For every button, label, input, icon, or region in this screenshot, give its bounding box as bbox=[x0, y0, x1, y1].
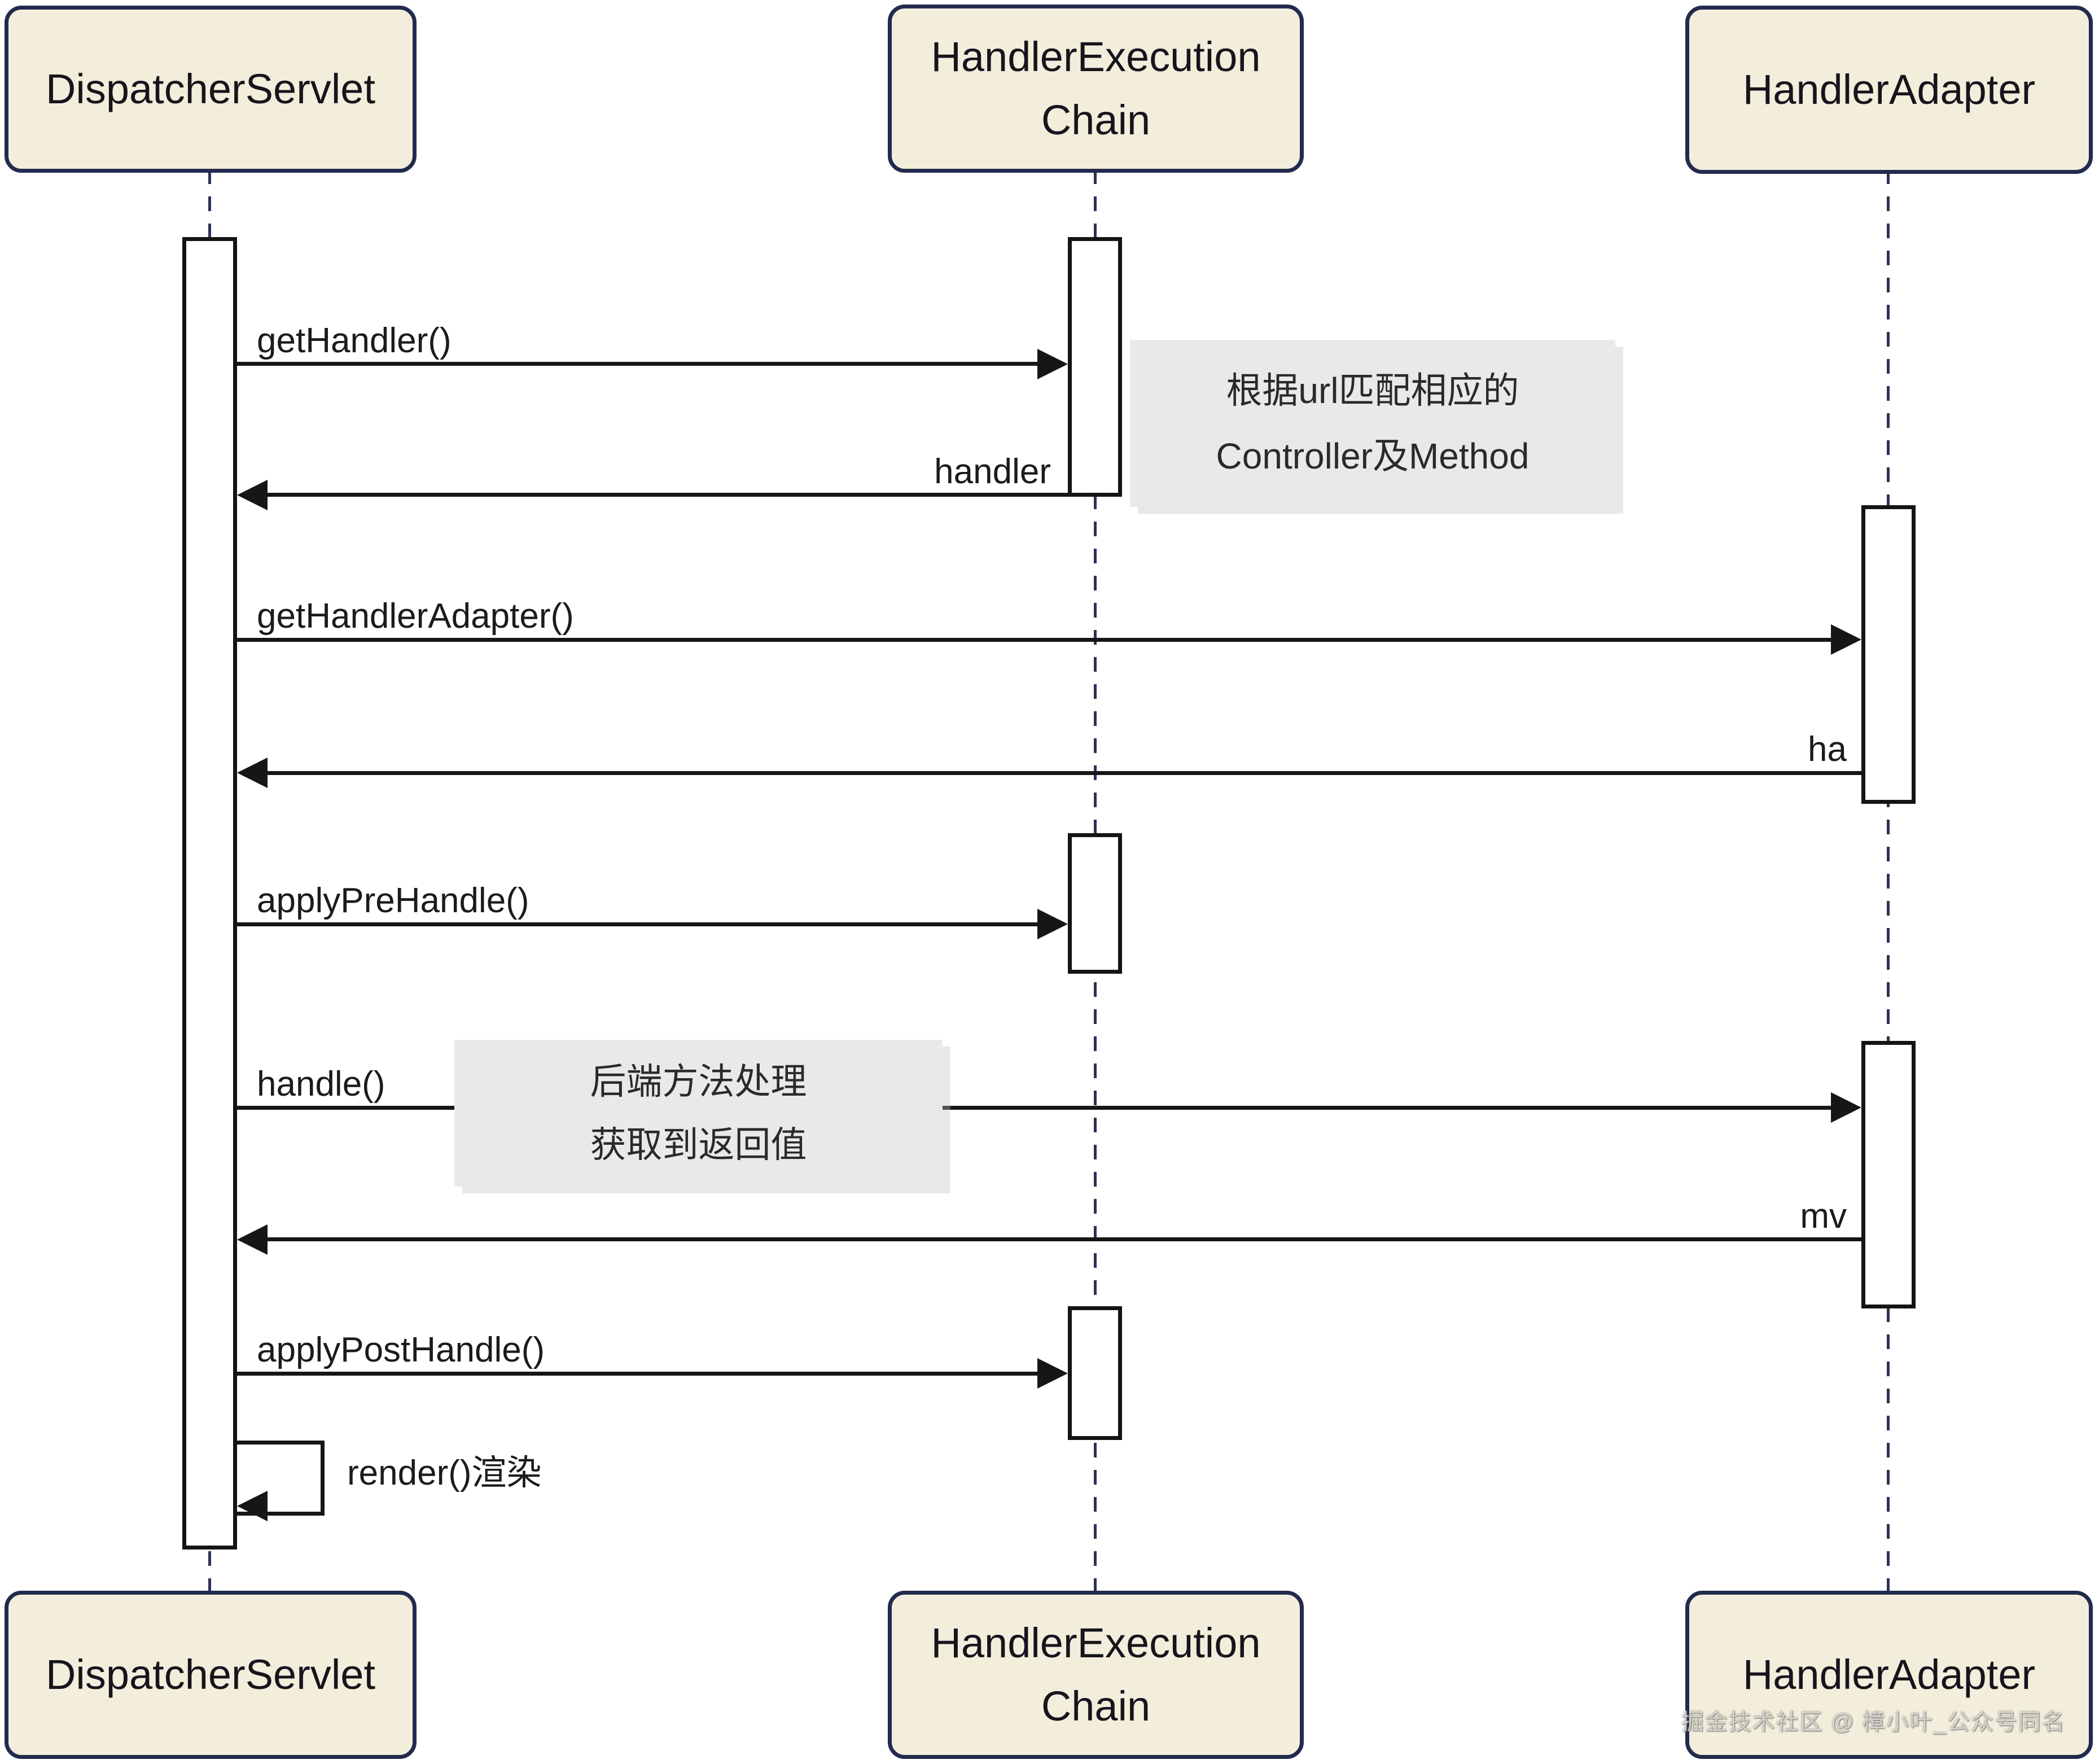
actor-box-handler-execution-chain-bottom: HandlerExecution Chain bbox=[888, 1591, 1304, 1759]
actor-label-line2: Chain bbox=[1041, 97, 1151, 143]
actor-box-dispatcher-servlet-top: DispatcherServlet bbox=[5, 6, 417, 173]
arrowhead-right-icon bbox=[1037, 349, 1068, 379]
arrowhead-left-icon bbox=[237, 480, 268, 510]
arrow-gethandler bbox=[237, 362, 1037, 366]
arrowhead-right-icon bbox=[1831, 624, 1861, 655]
arrow-mv-return bbox=[268, 1237, 1861, 1241]
watermark-text: 掘金技术社区 @ 樟小叶_公众号同名 bbox=[1681, 1710, 2066, 1735]
message-label-applyposthandle: applyPostHandle() bbox=[257, 1330, 545, 1369]
actor-box-dispatcher-servlet-bottom: DispatcherServlet bbox=[5, 1591, 417, 1759]
message-label-render: render()渲染 bbox=[347, 1454, 542, 1492]
message-label-mv: mv bbox=[1800, 1197, 1847, 1236]
activation-bar-hec-applyposthandle bbox=[1068, 1306, 1122, 1440]
actor-box-handler-adapter-top: HandlerAdapter bbox=[1685, 6, 2093, 174]
note-line: 后端方法处理 bbox=[590, 1061, 807, 1102]
message-label-gethandleradapter: getHandlerAdapter() bbox=[257, 597, 574, 636]
arrowhead-right-icon bbox=[1831, 1092, 1861, 1123]
message-label-ha: ha bbox=[1808, 730, 1847, 769]
activation-bar-ha-handle bbox=[1861, 1041, 1916, 1308]
message-label-gethandler: getHandler() bbox=[257, 321, 452, 360]
activation-bar-ha-gethandleradapter bbox=[1861, 505, 1916, 804]
arrow-gethandleradapter bbox=[237, 638, 1831, 642]
arrow-applyposthandle bbox=[237, 1372, 1037, 1376]
activation-bar-hec-gethandler bbox=[1068, 237, 1122, 497]
arrow-handler-return bbox=[268, 493, 1068, 497]
lifeline-handler-adapter bbox=[1887, 169, 1890, 1593]
note-line: 根据url匹配相应的 bbox=[1226, 370, 1519, 411]
note-url-matching: 根据url匹配相应的 Controller及Method bbox=[1130, 340, 1615, 507]
actor-label: HandlerAdapter bbox=[1742, 1651, 2036, 1698]
message-label-handler: handler bbox=[934, 452, 1051, 491]
actor-label: DispatcherServlet bbox=[45, 1651, 375, 1698]
arrow-ha-return bbox=[268, 771, 1861, 775]
arrow-handle bbox=[237, 1106, 1831, 1110]
actor-label: DispatcherServlet bbox=[45, 65, 375, 112]
arrowhead-right-icon bbox=[1037, 909, 1068, 939]
note-line: 获取到返回值 bbox=[590, 1124, 807, 1165]
message-label-applyprehandle: applyPreHandle() bbox=[257, 881, 529, 920]
actor-box-handler-adapter-bottom: HandlerAdapter bbox=[1685, 1591, 2093, 1759]
activation-bar-dispatcher-servlet bbox=[182, 237, 237, 1549]
actor-label: HandlerAdapter bbox=[1742, 66, 2036, 113]
arrow-applyprehandle bbox=[237, 922, 1037, 926]
actor-label-line1: HandlerExecution bbox=[931, 1619, 1261, 1666]
arrowhead-left-icon bbox=[237, 758, 268, 788]
arrowhead-left-icon bbox=[237, 1224, 268, 1255]
actor-label-line2: Chain bbox=[1041, 1683, 1151, 1730]
activation-bar-hec-applyprehandle bbox=[1068, 833, 1122, 974]
actor-box-handler-execution-chain-top: HandlerExecution Chain bbox=[888, 5, 1304, 173]
message-label-handle: handle() bbox=[257, 1065, 385, 1104]
note-backend-processing: 后端方法处理 获取到返回值 bbox=[454, 1040, 943, 1187]
arrow-render-self-loop bbox=[237, 1441, 325, 1516]
actor-label-line1: HandlerExecution bbox=[931, 33, 1261, 80]
note-line: Controller及Method bbox=[1216, 436, 1530, 476]
arrowhead-right-icon bbox=[1037, 1358, 1068, 1389]
arrowhead-left-icon bbox=[237, 1491, 268, 1521]
